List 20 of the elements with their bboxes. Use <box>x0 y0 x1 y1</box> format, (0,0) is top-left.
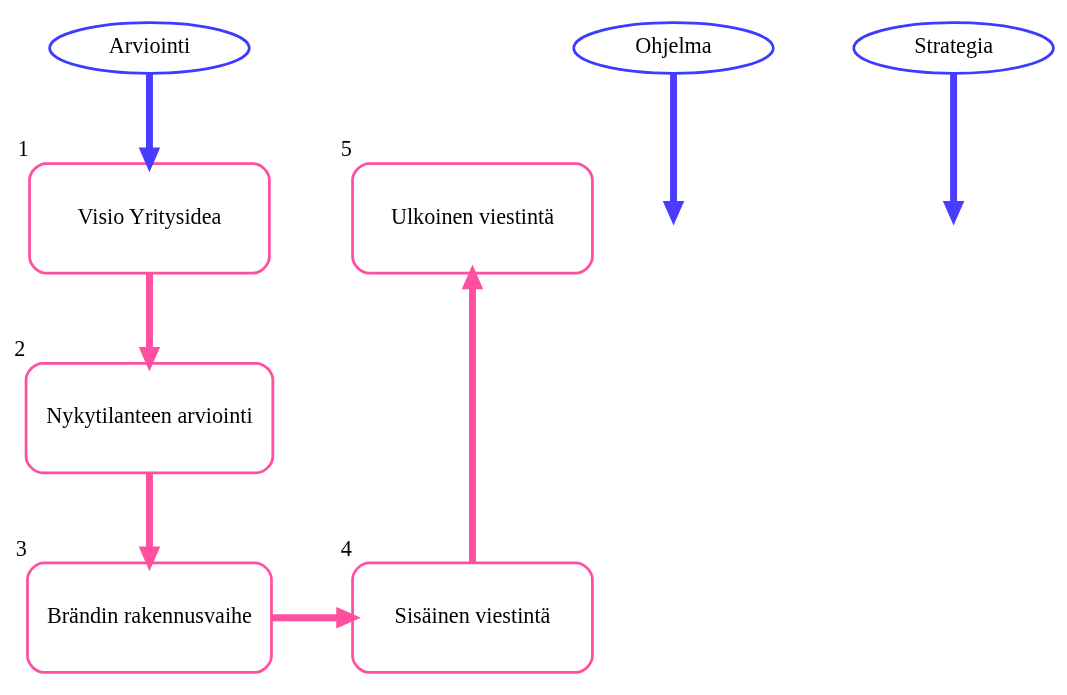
node-ellipse: Ohjelma <box>572 21 775 75</box>
node-label: 3 <box>15 535 27 561</box>
node-label: 2 <box>14 336 26 362</box>
node-ellipse: Arviointi <box>48 21 251 75</box>
arrow <box>942 73 965 226</box>
arrow <box>461 264 484 563</box>
arrow <box>138 273 161 372</box>
node-ellipse: Strategia <box>852 21 1055 75</box>
node-box: Ulkoinen viestintä <box>351 162 594 275</box>
node-label: 4 <box>340 535 352 561</box>
node-box: Nykytilanteen arviointi <box>24 361 275 475</box>
node-label: 5 <box>340 136 352 162</box>
arrow <box>271 606 361 629</box>
node-box: Visio Yritysidea <box>28 162 271 275</box>
arrow <box>138 473 161 572</box>
node-box: Brändin rakennusvaihe <box>26 561 273 674</box>
node-label: 1 <box>17 136 29 162</box>
arrow <box>662 73 685 226</box>
node-box: Sisäinen viestintä <box>351 561 594 674</box>
arrow <box>138 73 161 173</box>
